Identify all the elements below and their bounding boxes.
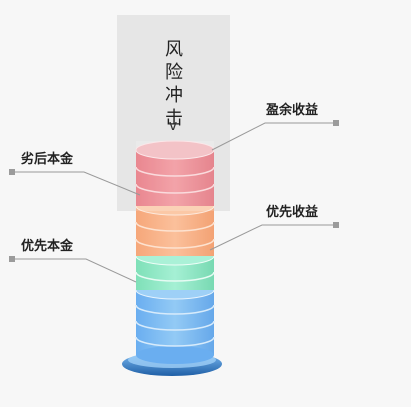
marker-subordinated-principal xyxy=(9,169,15,175)
chevron-down-icon: v xyxy=(168,118,178,134)
label-subordinated-principal: 劣后本金 xyxy=(21,152,74,167)
marker-priority-principal xyxy=(9,256,15,262)
layer-priority-principal xyxy=(135,280,215,364)
label-priority-principal: 优先本金 xyxy=(21,239,74,254)
leader-surplus-income xyxy=(211,122,336,151)
marker-surplus-income xyxy=(333,120,339,126)
marker-priority-income xyxy=(333,222,339,228)
layer-surplus-income xyxy=(135,140,215,206)
leader-subordinated-principal xyxy=(12,171,141,196)
label-priority-income: 优先收益 xyxy=(266,205,319,220)
label-surplus-income: 盈余收益 xyxy=(266,103,319,118)
leader-priority-income xyxy=(209,224,336,251)
risk-impact-label: 风险冲击 xyxy=(165,39,183,129)
leader-priority-principal xyxy=(12,258,137,283)
